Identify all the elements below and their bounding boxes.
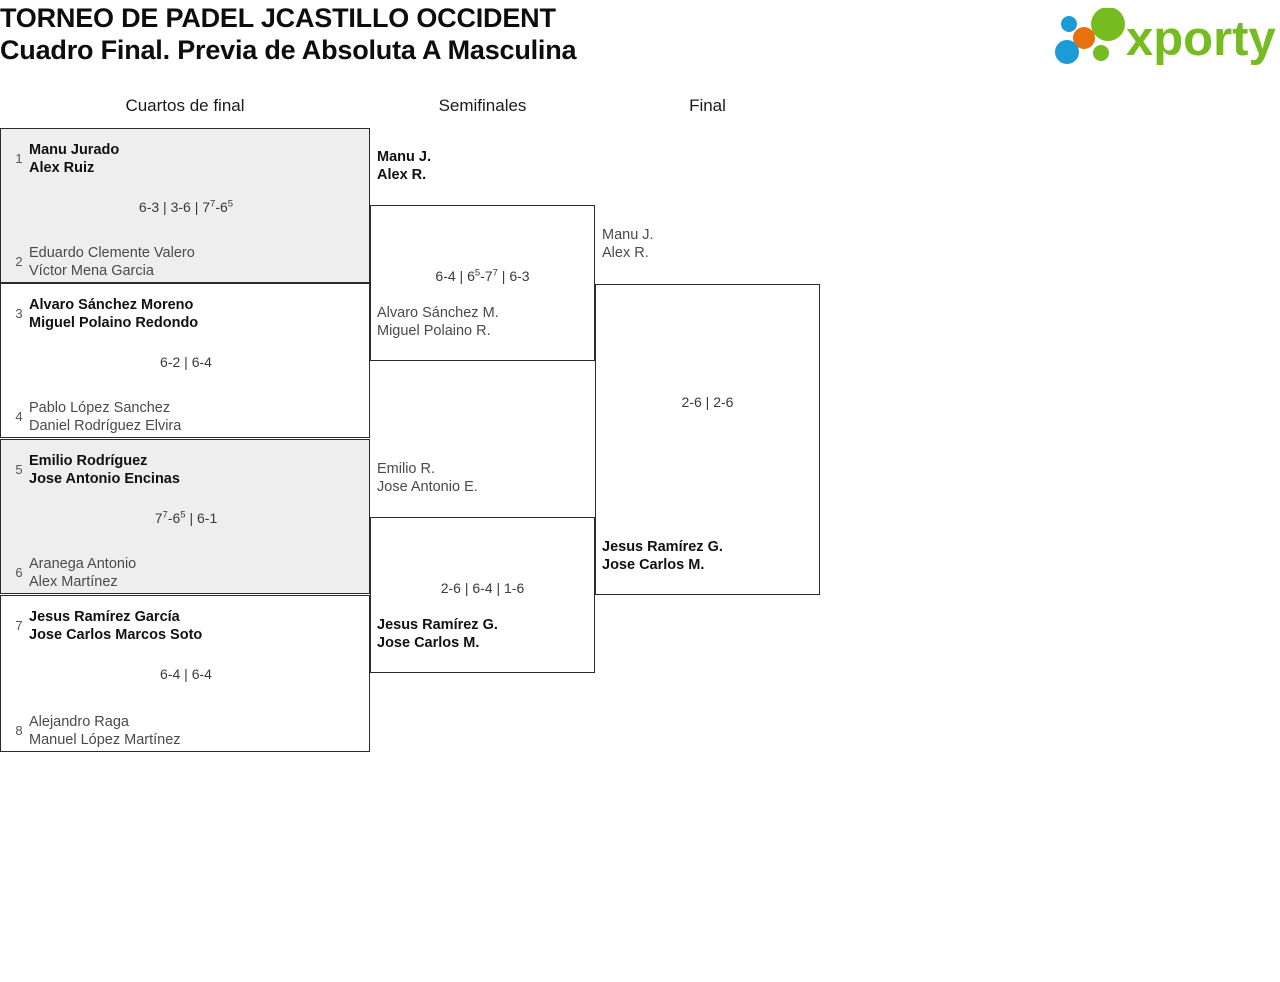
- table-row[interactable]: 4 Pablo López Sanchez Daniel Rodríguez E…: [1, 394, 371, 440]
- match-score: 6-3 | 3-6 | 77-65: [1, 199, 371, 215]
- player-name: Manuel López Martínez: [29, 732, 181, 748]
- player-name: Jose Carlos M.: [377, 635, 480, 651]
- player-name: Alex R.: [602, 245, 649, 261]
- player-name: Daniel Rodríguez Elvira: [29, 418, 182, 434]
- seed-number: 8: [15, 723, 23, 738]
- final-score-box[interactable]: 2-6 | 2-6: [595, 284, 820, 595]
- score-text: 6-4 | 6-4: [160, 666, 212, 682]
- seed-number: 1: [15, 151, 23, 166]
- match-score: 2-6 | 6-4 | 1-6: [371, 580, 594, 596]
- logo-wordmark: xporty: [1126, 12, 1276, 66]
- player-name: Manu J.: [602, 227, 654, 243]
- logo-dot-green-small: [1093, 45, 1109, 61]
- semifinal-2-team-top[interactable]: Emilio R. Jose Antonio E.: [370, 460, 595, 496]
- player-name: Emilio Rodríguez: [29, 453, 148, 469]
- seed-number: 4: [15, 409, 23, 424]
- xporty-logo[interactable]: xporty: [1048, 8, 1276, 66]
- player-name: Emilio R.: [377, 461, 436, 477]
- match-score: 2-6 | 2-6: [596, 394, 819, 410]
- score-text: 6-2 | 6-4: [160, 354, 212, 370]
- table-row[interactable]: 1 Manu Jurado Alex Ruiz: [1, 136, 371, 182]
- match-block-qf3[interactable]: 5 Emilio Rodríguez Jose Antonio Encinas …: [0, 439, 370, 594]
- final-team-top[interactable]: Manu J. Alex R.: [595, 226, 820, 262]
- team-names: Alejandro Raga Manuel López Martínez: [29, 713, 371, 749]
- player-name: Jose Antonio E.: [377, 479, 478, 495]
- player-name: Jose Carlos M.: [602, 557, 705, 573]
- title-block: TORNEO DE PADEL JCASTILLO OCCIDENT Cuadr…: [0, 2, 900, 66]
- table-row[interactable]: 2 Eduardo Clemente Valero Víctor Mena Ga…: [1, 239, 371, 285]
- seed-number: 7: [15, 618, 23, 633]
- semifinal-1-team-top[interactable]: Manu J. Alex R.: [370, 148, 595, 184]
- final-team-bottom[interactable]: Jesus Ramírez G. Jose Carlos M.: [595, 538, 820, 574]
- team-names: Emilio Rodríguez Jose Antonio Encinas: [29, 452, 371, 488]
- column-header-quarterfinals: Cuartos de final: [125, 96, 245, 115]
- table-row[interactable]: 8 Alejandro Raga Manuel López Martínez: [1, 708, 371, 754]
- match-block-qf4[interactable]: 7 Jesus Ramírez García Jose Carlos Marco…: [0, 595, 370, 752]
- team-names: Alvaro Sánchez Moreno Miguel Polaino Red…: [29, 296, 371, 332]
- player-name: Jesus Ramírez G.: [377, 617, 498, 633]
- match-block-qf2[interactable]: 3 Alvaro Sánchez Moreno Miguel Polaino R…: [0, 283, 370, 438]
- table-row[interactable]: 7 Jesus Ramírez García Jose Carlos Marco…: [1, 603, 371, 649]
- player-name: Alvaro Sánchez Moreno: [29, 297, 194, 313]
- table-row[interactable]: 6 Aranega Antonio Alex Martínez: [1, 550, 371, 596]
- tournament-title: TORNEO DE PADEL JCASTILLO OCCIDENT: [0, 3, 556, 33]
- seed-number: 3: [15, 306, 23, 321]
- player-name: Miguel Polaino Redondo: [29, 315, 199, 331]
- player-name: Alex R.: [377, 167, 427, 183]
- score-text: 2-6 | 6-4 | 1-6: [440, 580, 525, 596]
- column-header-final: Final: [689, 96, 726, 115]
- player-name: Miguel Polaino R.: [377, 323, 491, 339]
- player-name: Jose Carlos Marcos Soto: [29, 627, 203, 643]
- player-name: Manu J.: [377, 149, 431, 165]
- match-block-qf1[interactable]: 1 Manu Jurado Alex Ruiz 6-3 | 3-6 | 77-6…: [0, 128, 370, 283]
- match-score: 77-65 | 6-1: [1, 510, 371, 526]
- player-name: Manu Jurado: [29, 142, 120, 158]
- player-name: Pablo López Sanchez: [29, 400, 171, 416]
- match-score: 6-4 | 6-4: [1, 666, 371, 682]
- score-text: 6-3 | 3-6 | 77-65: [138, 198, 234, 215]
- team-names: Eduardo Clemente Valero Víctor Mena Garc…: [29, 244, 371, 280]
- semifinal-1-team-bottom[interactable]: Alvaro Sánchez M. Miguel Polaino R.: [370, 304, 595, 340]
- player-name: Jesus Ramírez G.: [602, 539, 723, 555]
- semifinal-1-score-box[interactable]: 6-4 | 65-77 | 6-3: [370, 205, 595, 361]
- team-names: Manu Jurado Alex Ruiz: [29, 141, 371, 177]
- tournament-bracket: 1 Manu Jurado Alex Ruiz 6-3 | 3-6 | 77-6…: [0, 128, 1280, 768]
- seed-number: 2: [15, 254, 23, 269]
- seed-number: 6: [15, 565, 23, 580]
- logo-dot-orange: [1073, 27, 1095, 49]
- logo-dot-green-large: [1091, 8, 1125, 41]
- team-names: Jesus Ramírez García Jose Carlos Marcos …: [29, 608, 371, 644]
- table-row[interactable]: 3 Alvaro Sánchez Moreno Miguel Polaino R…: [1, 291, 371, 337]
- semifinal-2-team-bottom[interactable]: Jesus Ramírez G. Jose Carlos M.: [370, 616, 595, 652]
- player-name: Aranega Antonio: [29, 556, 137, 572]
- player-name: Eduardo Clemente Valero: [29, 245, 195, 261]
- player-name: Víctor Mena Garcia: [29, 263, 154, 279]
- player-name: Jose Antonio Encinas: [29, 471, 180, 487]
- score-text: 77-65 | 6-1: [154, 509, 218, 526]
- player-name: Alejandro Raga: [29, 714, 129, 730]
- column-header-semifinals: Semifinales: [438, 96, 527, 115]
- player-name: Alvaro Sánchez M.: [377, 305, 499, 321]
- logo-dot-blue-large: [1055, 40, 1079, 64]
- player-name: Alex Martínez: [29, 574, 118, 590]
- logo-dot-blue-small: [1061, 16, 1077, 32]
- page-header: TORNEO DE PADEL JCASTILLO OCCIDENT Cuadr…: [0, 0, 1280, 90]
- table-row[interactable]: 5 Emilio Rodríguez Jose Antonio Encinas: [1, 447, 371, 493]
- team-names: Aranega Antonio Alex Martínez: [29, 555, 371, 591]
- score-text: 6-4 | 65-77 | 6-3: [435, 267, 530, 284]
- match-score: 6-4 | 65-77 | 6-3: [371, 268, 594, 284]
- semifinal-2-score-box[interactable]: 2-6 | 6-4 | 1-6: [370, 517, 595, 673]
- tournament-subtitle: Cuadro Final. Previa de Absoluta A Mascu…: [0, 35, 577, 65]
- player-name: Jesus Ramírez García: [29, 609, 180, 625]
- player-name: Alex Ruiz: [29, 160, 95, 176]
- match-score: 6-2 | 6-4: [1, 354, 371, 370]
- seed-number: 5: [15, 462, 23, 477]
- score-text: 2-6 | 2-6: [681, 394, 734, 410]
- team-names: Pablo López Sanchez Daniel Rodríguez Elv…: [29, 399, 371, 435]
